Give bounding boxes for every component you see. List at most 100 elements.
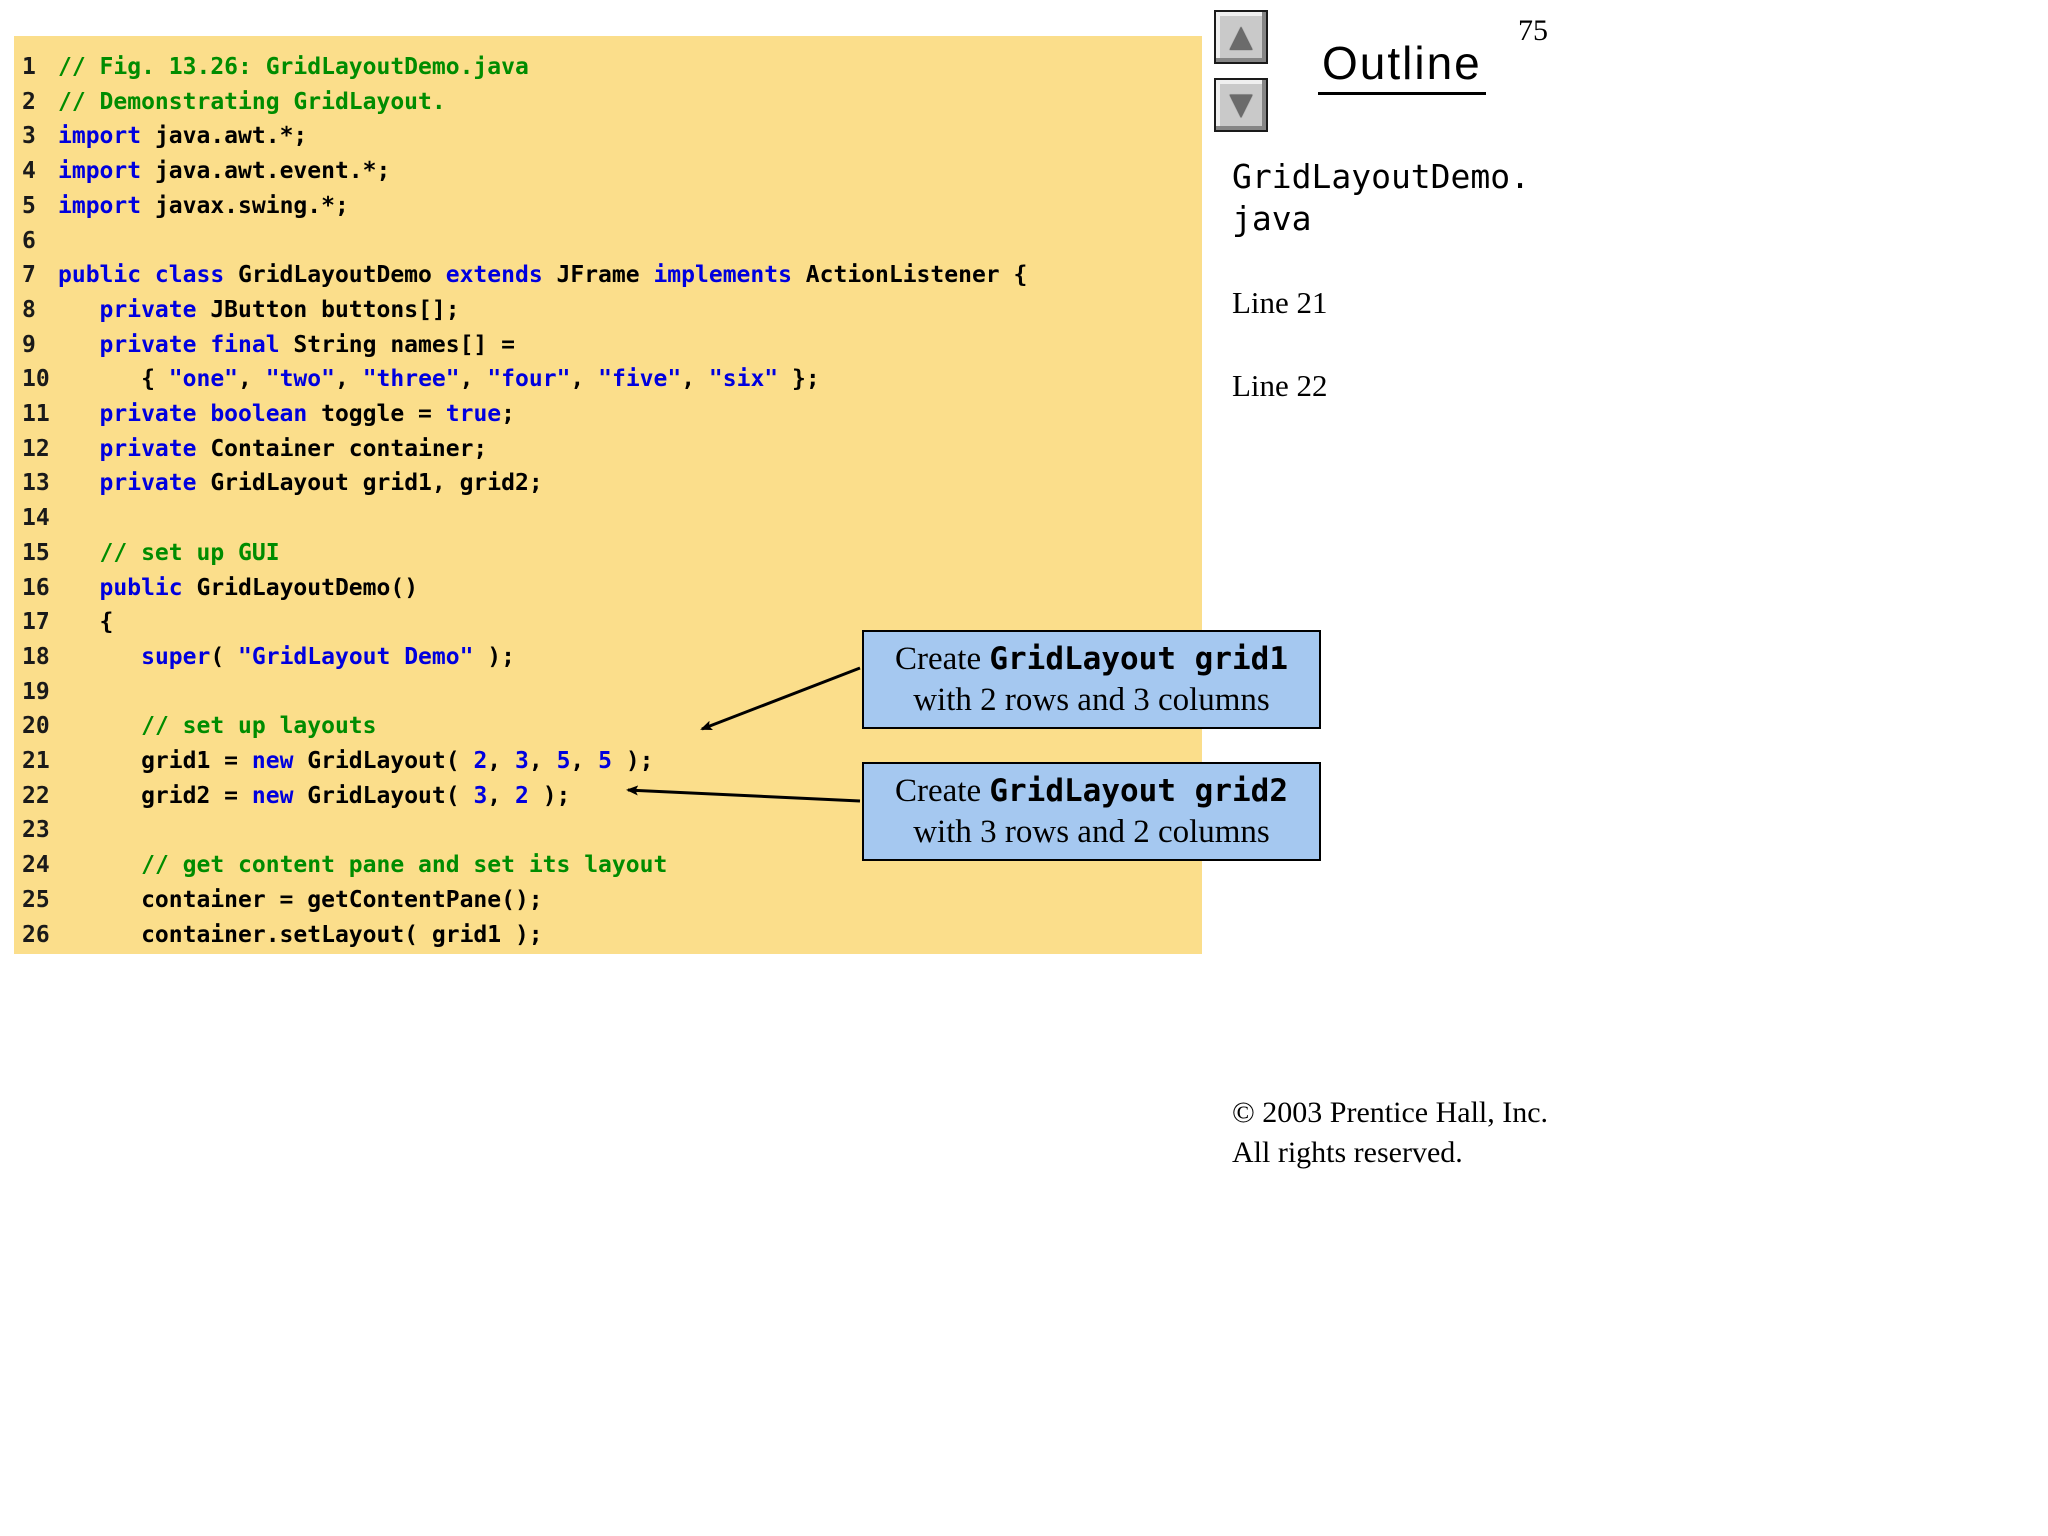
code-line: 7 public class GridLayoutDemo extends JFr… bbox=[14, 258, 1202, 293]
code-line: 23 bbox=[14, 813, 1202, 848]
file-title: GridLayoutDemo. java bbox=[1232, 156, 1530, 240]
code-lines: 1 // Fig. 13.26: GridLayoutDemo.java 2 // D… bbox=[14, 50, 1202, 952]
line-number: 24 bbox=[22, 852, 50, 879]
code-line: 5 import javax.swing.*; bbox=[14, 189, 1202, 224]
line-number: 13 bbox=[22, 470, 50, 497]
code-text: private boolean toggle = true; bbox=[99, 401, 515, 428]
callout-grid1-detail: with 2 rows and 3 columns bbox=[913, 681, 1270, 718]
callout-grid2: Create GridLayout grid2 with 3 rows and … bbox=[862, 762, 1321, 861]
line-ref-21: Line 21 bbox=[1232, 285, 1328, 320]
code-text: private GridLayout grid1, grid2; bbox=[99, 470, 543, 497]
code-line: 1 // Fig. 13.26: GridLayoutDemo.java bbox=[14, 50, 1202, 85]
code-text: // set up layouts bbox=[141, 713, 377, 740]
code-text: private final String names[] = bbox=[99, 331, 515, 358]
callout-grid1-line1: Create GridLayout grid1 bbox=[895, 639, 1288, 679]
code-line: 20 // set up layouts bbox=[14, 709, 1202, 744]
copyright-line1: © 2003 Prentice Hall, Inc. bbox=[1232, 1096, 1549, 1129]
callout-grid2-line1: Create GridLayout grid2 bbox=[895, 771, 1288, 811]
line-number: 11 bbox=[22, 401, 50, 428]
code-line: 18 super( "GridLayout Demo" ); bbox=[14, 640, 1202, 675]
code-text: import javax.swing.*; bbox=[58, 192, 349, 219]
code-text: public class GridLayoutDemo extends JFra… bbox=[58, 262, 1028, 289]
code-text bbox=[58, 224, 1202, 259]
code-text: // set up GUI bbox=[99, 539, 280, 566]
code-text: container.setLayout( grid1 ); bbox=[58, 921, 543, 948]
line-number: 8 bbox=[22, 296, 36, 323]
line-number: 23 bbox=[22, 817, 50, 844]
code-line: 12 private Container container; bbox=[14, 432, 1202, 467]
code-text: super( "GridLayout Demo" ); bbox=[141, 643, 515, 670]
code-line: 26 container.setLayout( grid1 ); bbox=[14, 918, 1202, 953]
line-number: 20 bbox=[22, 713, 50, 740]
code-line: 25 container = getContentPane(); bbox=[14, 883, 1202, 918]
line-ref-22: Line 22 bbox=[1232, 368, 1328, 403]
file-title-line1: GridLayoutDemo. bbox=[1232, 157, 1531, 196]
code-text: // get content pane and set its layout bbox=[141, 852, 668, 879]
line-number: 2 bbox=[22, 88, 36, 115]
code-line: 11 private boolean toggle = true; bbox=[14, 397, 1202, 432]
scroll-down-button[interactable]: ▼ bbox=[1214, 78, 1268, 132]
line-number: 25 bbox=[22, 886, 50, 913]
code-text: private JButton buttons[]; bbox=[99, 296, 460, 323]
code-text bbox=[58, 501, 1202, 536]
line-number: 17 bbox=[22, 609, 50, 636]
line-number: 6 bbox=[22, 227, 36, 254]
code-line: 6 bbox=[14, 224, 1202, 259]
code-text: grid1 = new GridLayout( 2, 3, 5, 5 ); bbox=[58, 748, 654, 775]
code-text: import java.awt.*; bbox=[58, 123, 308, 150]
line-number: 26 bbox=[22, 921, 50, 948]
code-line: 16 public GridLayoutDemo() bbox=[14, 571, 1202, 606]
line-number: 7 bbox=[22, 262, 36, 289]
code-text: private Container container; bbox=[99, 435, 488, 462]
code-line: 22 grid2 = new GridLayout( 3, 2 ); bbox=[14, 779, 1202, 814]
copyright-line2: All rights reserved. bbox=[1232, 1136, 1463, 1169]
callout-grid2-prefix: Create bbox=[895, 773, 990, 810]
nav-buttons: ▲ ▼ bbox=[1214, 10, 1268, 132]
callout-grid1: Create GridLayout grid1 with 2 rows and … bbox=[862, 630, 1321, 729]
code-line: 15 // set up GUI bbox=[14, 536, 1202, 571]
code-line: 3 import java.awt.*; bbox=[14, 119, 1202, 154]
line-number: 12 bbox=[22, 435, 50, 462]
line-number: 5 bbox=[22, 192, 36, 219]
code-line: 17 { bbox=[14, 605, 1202, 640]
line-number: 10 bbox=[22, 366, 50, 393]
code-text: // Demonstrating GridLayout. bbox=[58, 88, 446, 115]
code-line: 9 private final String names[] = bbox=[14, 328, 1202, 363]
line-number: 16 bbox=[22, 574, 50, 601]
code-line: 13 private GridLayout grid1, grid2; bbox=[14, 466, 1202, 501]
code-text: public GridLayoutDemo() bbox=[99, 574, 419, 601]
line-number: 14 bbox=[22, 505, 50, 532]
code-line: 14 bbox=[14, 501, 1202, 536]
code-text: grid2 = new GridLayout( 3, 2 ); bbox=[58, 782, 571, 809]
line-number: 22 bbox=[22, 782, 50, 809]
line-number: 1 bbox=[22, 54, 36, 80]
code-text: { "one", "two", "three", "four", "five",… bbox=[58, 366, 820, 393]
callout-grid1-code: GridLayout grid1 bbox=[989, 641, 1288, 678]
code-panel: 1 // Fig. 13.26: GridLayoutDemo.java 2 // D… bbox=[14, 36, 1202, 954]
callout-grid2-detail: with 3 rows and 2 columns bbox=[913, 813, 1270, 850]
outline-title: Outline bbox=[1318, 36, 1486, 95]
code-line: 21 grid1 = new GridLayout( 2, 3, 5, 5 ); bbox=[14, 744, 1202, 779]
line-number: 4 bbox=[22, 158, 36, 185]
code-line: 8 private JButton buttons[]; bbox=[14, 293, 1202, 328]
line-number: 19 bbox=[22, 678, 50, 705]
code-text: { bbox=[58, 609, 114, 636]
down-arrow-icon: ▼ bbox=[1229, 87, 1253, 122]
copyright: © 2003 Prentice Hall, Inc. All rights re… bbox=[1232, 1093, 1548, 1173]
callout-grid2-code: GridLayout grid2 bbox=[989, 773, 1288, 810]
code-line: 2 // Demonstrating GridLayout. bbox=[14, 85, 1202, 120]
line-number: 18 bbox=[22, 643, 50, 670]
up-arrow-icon: ▲ bbox=[1229, 19, 1253, 54]
line-number: 15 bbox=[22, 539, 50, 566]
scroll-up-button[interactable]: ▲ bbox=[1214, 10, 1268, 64]
code-text: // Fig. 13.26: GridLayoutDemo.java bbox=[58, 54, 529, 80]
code-line: 24 // get content pane and set its layou… bbox=[14, 848, 1202, 883]
file-title-line2: java bbox=[1232, 199, 1312, 238]
line-number: 21 bbox=[22, 748, 50, 775]
line-number: 3 bbox=[22, 123, 36, 150]
line-number: 9 bbox=[22, 331, 36, 358]
page-number: 75 bbox=[1518, 14, 1548, 47]
code-line: 19 bbox=[14, 675, 1202, 710]
